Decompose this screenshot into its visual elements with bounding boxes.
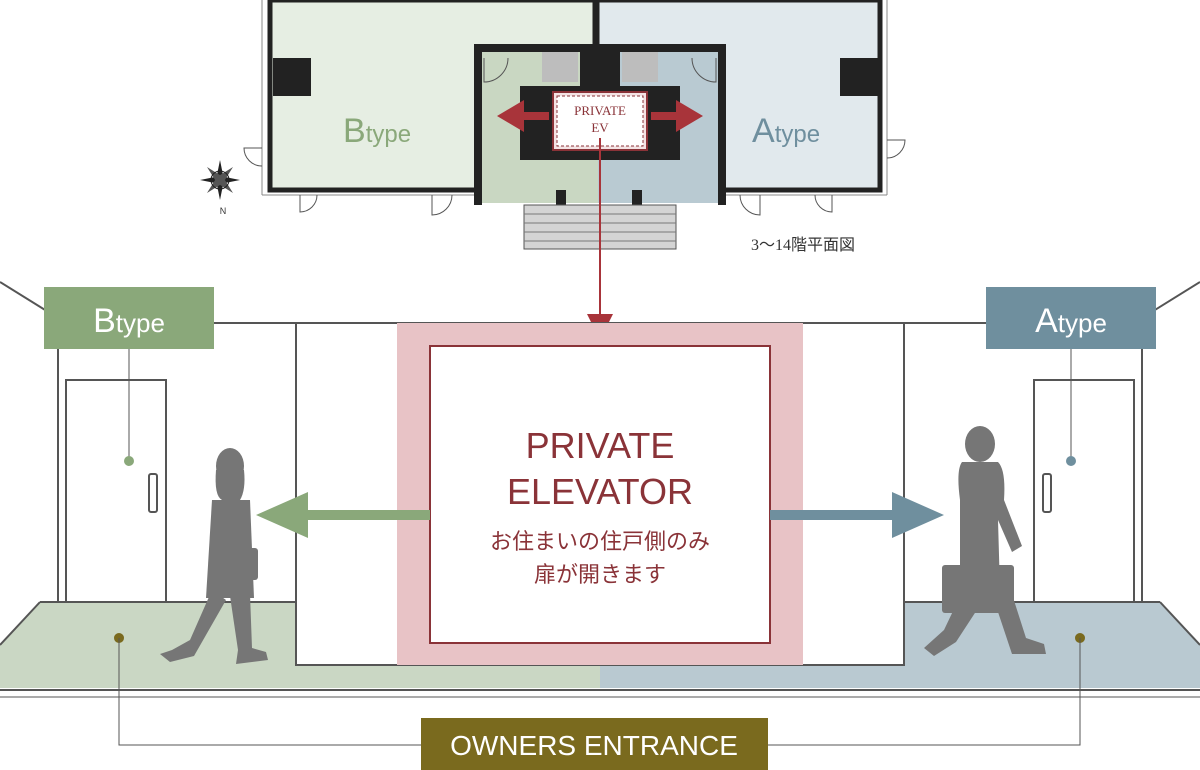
btype-tag-label: Btype bbox=[93, 302, 165, 340]
arrow-right-atype bbox=[651, 100, 703, 132]
compass-icon bbox=[200, 160, 240, 200]
atype-plan-label: Atype bbox=[752, 112, 820, 150]
elevator-title-line2: ELEVATOR bbox=[507, 471, 693, 512]
elevator-door bbox=[429, 345, 771, 644]
atype-direction-arrow bbox=[770, 492, 944, 538]
atype-tag-label: Atype bbox=[1035, 302, 1107, 340]
entrance-connector-left bbox=[118, 638, 421, 746]
entrance-connector-right bbox=[768, 638, 1081, 746]
woman-silhouette-icon bbox=[160, 448, 268, 664]
owners-entrance-box bbox=[421, 718, 768, 770]
compass-north-label: N bbox=[220, 206, 227, 216]
floorplan-caption: 3〜14階平面図 bbox=[751, 236, 855, 254]
btype-door-handle bbox=[148, 473, 158, 513]
pillar bbox=[273, 58, 311, 96]
floor-plan: PRIVATE EV Btype Atype bbox=[200, 0, 906, 340]
btype-tag bbox=[44, 287, 214, 349]
pillar bbox=[840, 58, 878, 96]
arrow-left-btype bbox=[497, 100, 549, 132]
private-ev-label-line2: EV bbox=[591, 120, 609, 135]
private-ev-label-line1: PRIVATE bbox=[574, 103, 626, 118]
btype-plan-label: Btype bbox=[343, 112, 411, 150]
man-silhouette-icon bbox=[924, 426, 1046, 656]
elevator-note-line2: 扉が開きます bbox=[534, 562, 666, 587]
atype-door-handle bbox=[1042, 473, 1052, 513]
elevator-note-line1: お住まいの住戸側のみ bbox=[490, 529, 710, 554]
owners-entrance-label: OWNERS ENTRANCE bbox=[450, 730, 738, 761]
btype-direction-arrow bbox=[256, 492, 430, 538]
btype-pointer-dot bbox=[124, 456, 134, 466]
elevator-title-line1: PRIVATE bbox=[526, 425, 675, 466]
hall-perspective: PRIVATE ELEVATOR お住まいの住戸側のみ 扉が開きます Btype… bbox=[0, 281, 1200, 770]
atype-pointer-dot bbox=[1066, 456, 1076, 466]
atype-tag bbox=[986, 287, 1156, 349]
